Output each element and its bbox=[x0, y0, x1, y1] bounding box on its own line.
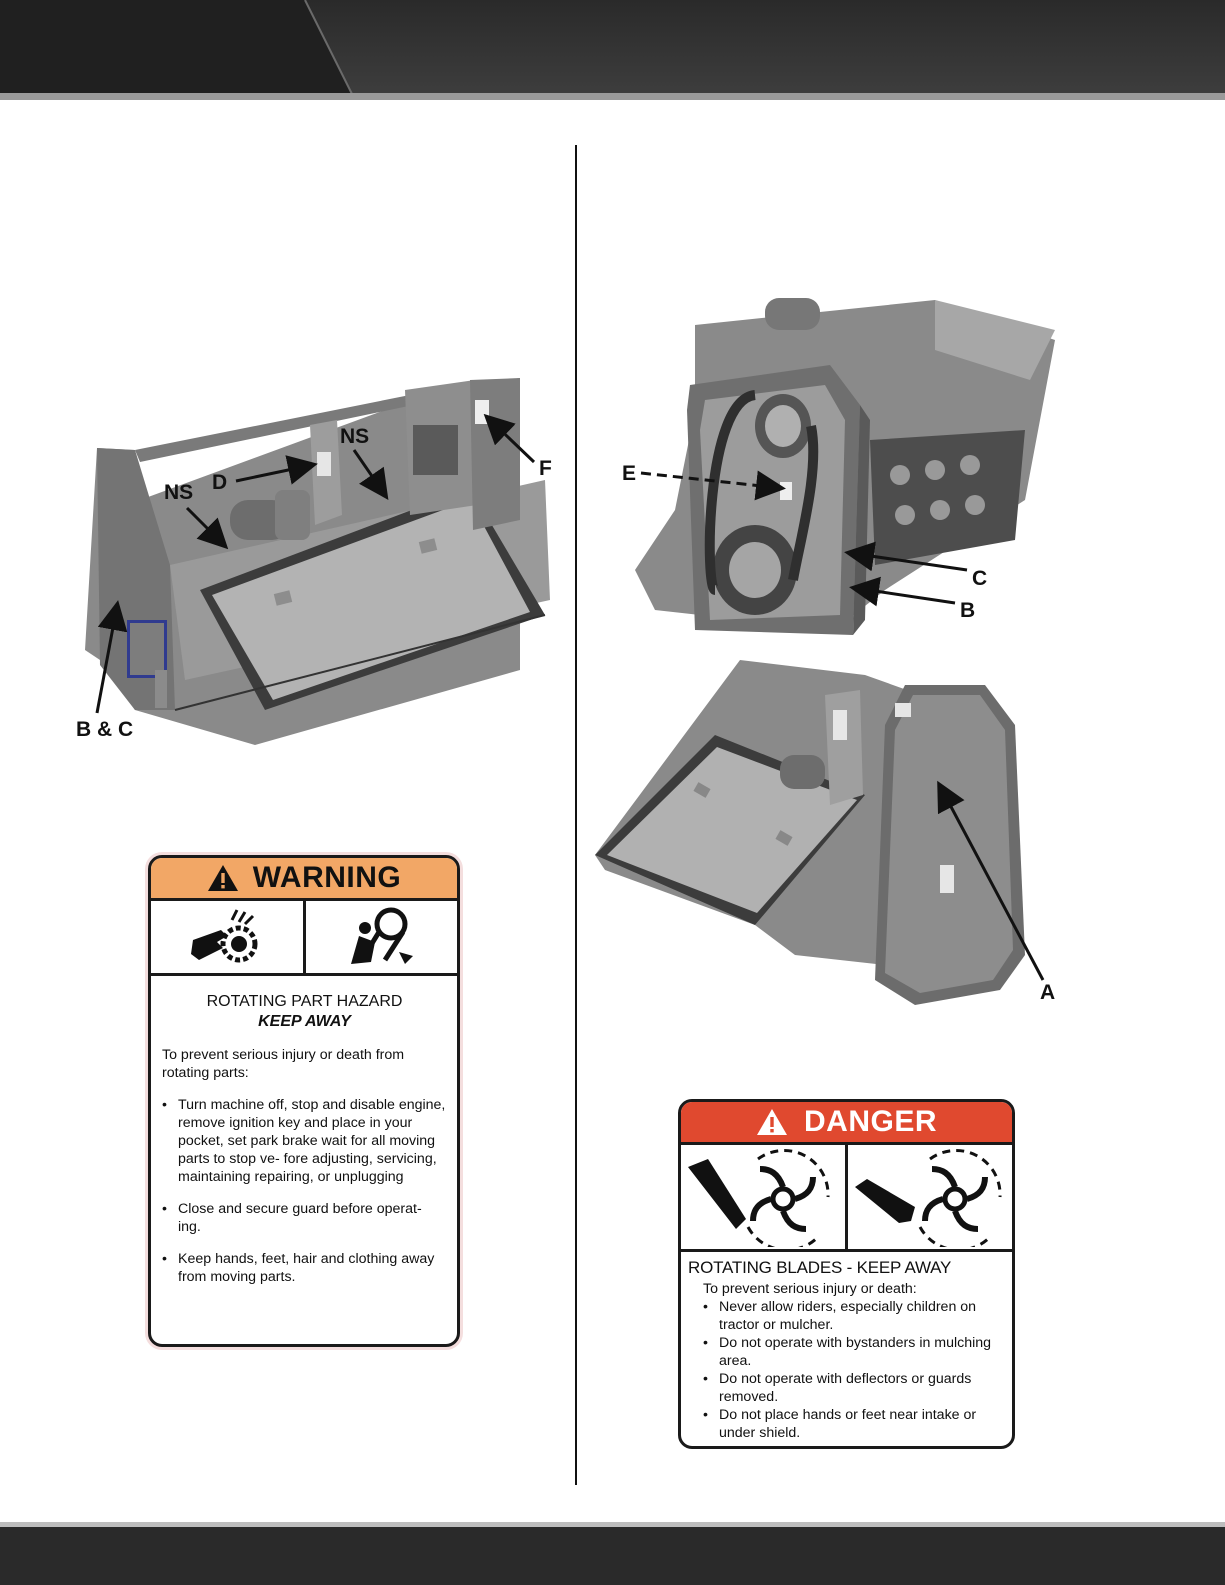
warning-pictogram-row bbox=[151, 901, 457, 976]
danger-pictogram-right bbox=[845, 1145, 1012, 1249]
danger-title: ROTATING BLADES - KEEP AWAY bbox=[688, 1258, 952, 1277]
callout-b-and-c: B & C bbox=[76, 718, 134, 741]
callout-ns-left: NS bbox=[164, 481, 194, 504]
callout-f: F bbox=[539, 457, 552, 480]
chain-sprocket-hand-hazard-icon bbox=[190, 909, 258, 963]
callout-ns-right: NS bbox=[340, 425, 370, 448]
belt-entanglement-hazard-icon bbox=[351, 907, 414, 964]
danger-bullet: Do not place hands or feet near intake o… bbox=[703, 1406, 1004, 1442]
warning-pictogram-right bbox=[302, 901, 458, 973]
column-divider bbox=[575, 145, 577, 1485]
warning-title: ROTATING PART HAZARD bbox=[206, 993, 403, 1010]
header-bar bbox=[0, 0, 1225, 100]
danger-decal: DANGER ROTATING BLADES - KEEP AWAY To pr… bbox=[678, 1099, 1015, 1449]
warning-header: WARNING bbox=[151, 858, 457, 901]
mulcher-guard-side-figure bbox=[595, 660, 1025, 1005]
warning-body: ROTATING PART HAZARD KEEP AWAY To preven… bbox=[151, 976, 457, 1286]
rotor-blade-hand-hazard-icon bbox=[688, 1148, 830, 1247]
danger-signal-word: DANGER bbox=[803, 1105, 937, 1138]
right-callout-arrows bbox=[640, 470, 1045, 981]
danger-bullet: Do not operate with bystanders in mulchi… bbox=[703, 1334, 1004, 1370]
danger-bullet-list: Never allow riders, especially children … bbox=[703, 1298, 1004, 1442]
mulcher-front-view-figure bbox=[85, 378, 550, 745]
warning-bullet: Turn machine off, stop and disable engin… bbox=[162, 1096, 447, 1186]
warning-bullet: Keep hands, feet, hair and clothing away… bbox=[162, 1250, 447, 1286]
danger-header: DANGER bbox=[681, 1102, 1012, 1145]
danger-pictogram-left bbox=[681, 1145, 845, 1249]
warning-triangle-icon bbox=[756, 1109, 787, 1135]
warning-bullet: Close and secure guard before operat- in… bbox=[162, 1200, 447, 1236]
danger-bullet: Do not operate with deflectors or guards… bbox=[703, 1370, 1004, 1406]
callout-d: D bbox=[212, 471, 228, 494]
warning-subtitle: KEEP AWAY bbox=[258, 1013, 351, 1030]
callout-a: A bbox=[1040, 981, 1056, 1004]
footer-bar bbox=[0, 1522, 1225, 1585]
danger-intro: To prevent serious injury or death: bbox=[703, 1281, 917, 1297]
danger-bullet: Never allow riders, especially children … bbox=[703, 1298, 1004, 1334]
warning-intro: To prevent serious injury or death from … bbox=[162, 1047, 405, 1081]
danger-pictogram-row bbox=[681, 1145, 1012, 1252]
rotor-blade-foot-hazard-icon bbox=[855, 1148, 1002, 1247]
mulcher-belt-drive-figure bbox=[635, 298, 1055, 635]
danger-body: To prevent serious injury or death: Neve… bbox=[681, 1278, 1012, 1442]
callout-b: B bbox=[960, 599, 976, 622]
warning-signal-word: WARNING bbox=[252, 861, 402, 894]
callout-e: E bbox=[622, 462, 637, 485]
warning-bullet-list: Turn machine off, stop and disable engin… bbox=[162, 1096, 447, 1286]
callout-c: C bbox=[972, 567, 988, 590]
warning-decal: WARNING ROTATING PART HAZARD KEEP bbox=[148, 855, 460, 1347]
warning-triangle-icon bbox=[207, 865, 238, 891]
left-callout-arrows bbox=[95, 413, 536, 714]
warning-title-block: ROTATING PART HAZARD KEEP AWAY bbox=[162, 992, 447, 1032]
warning-pictogram-left bbox=[151, 901, 303, 973]
